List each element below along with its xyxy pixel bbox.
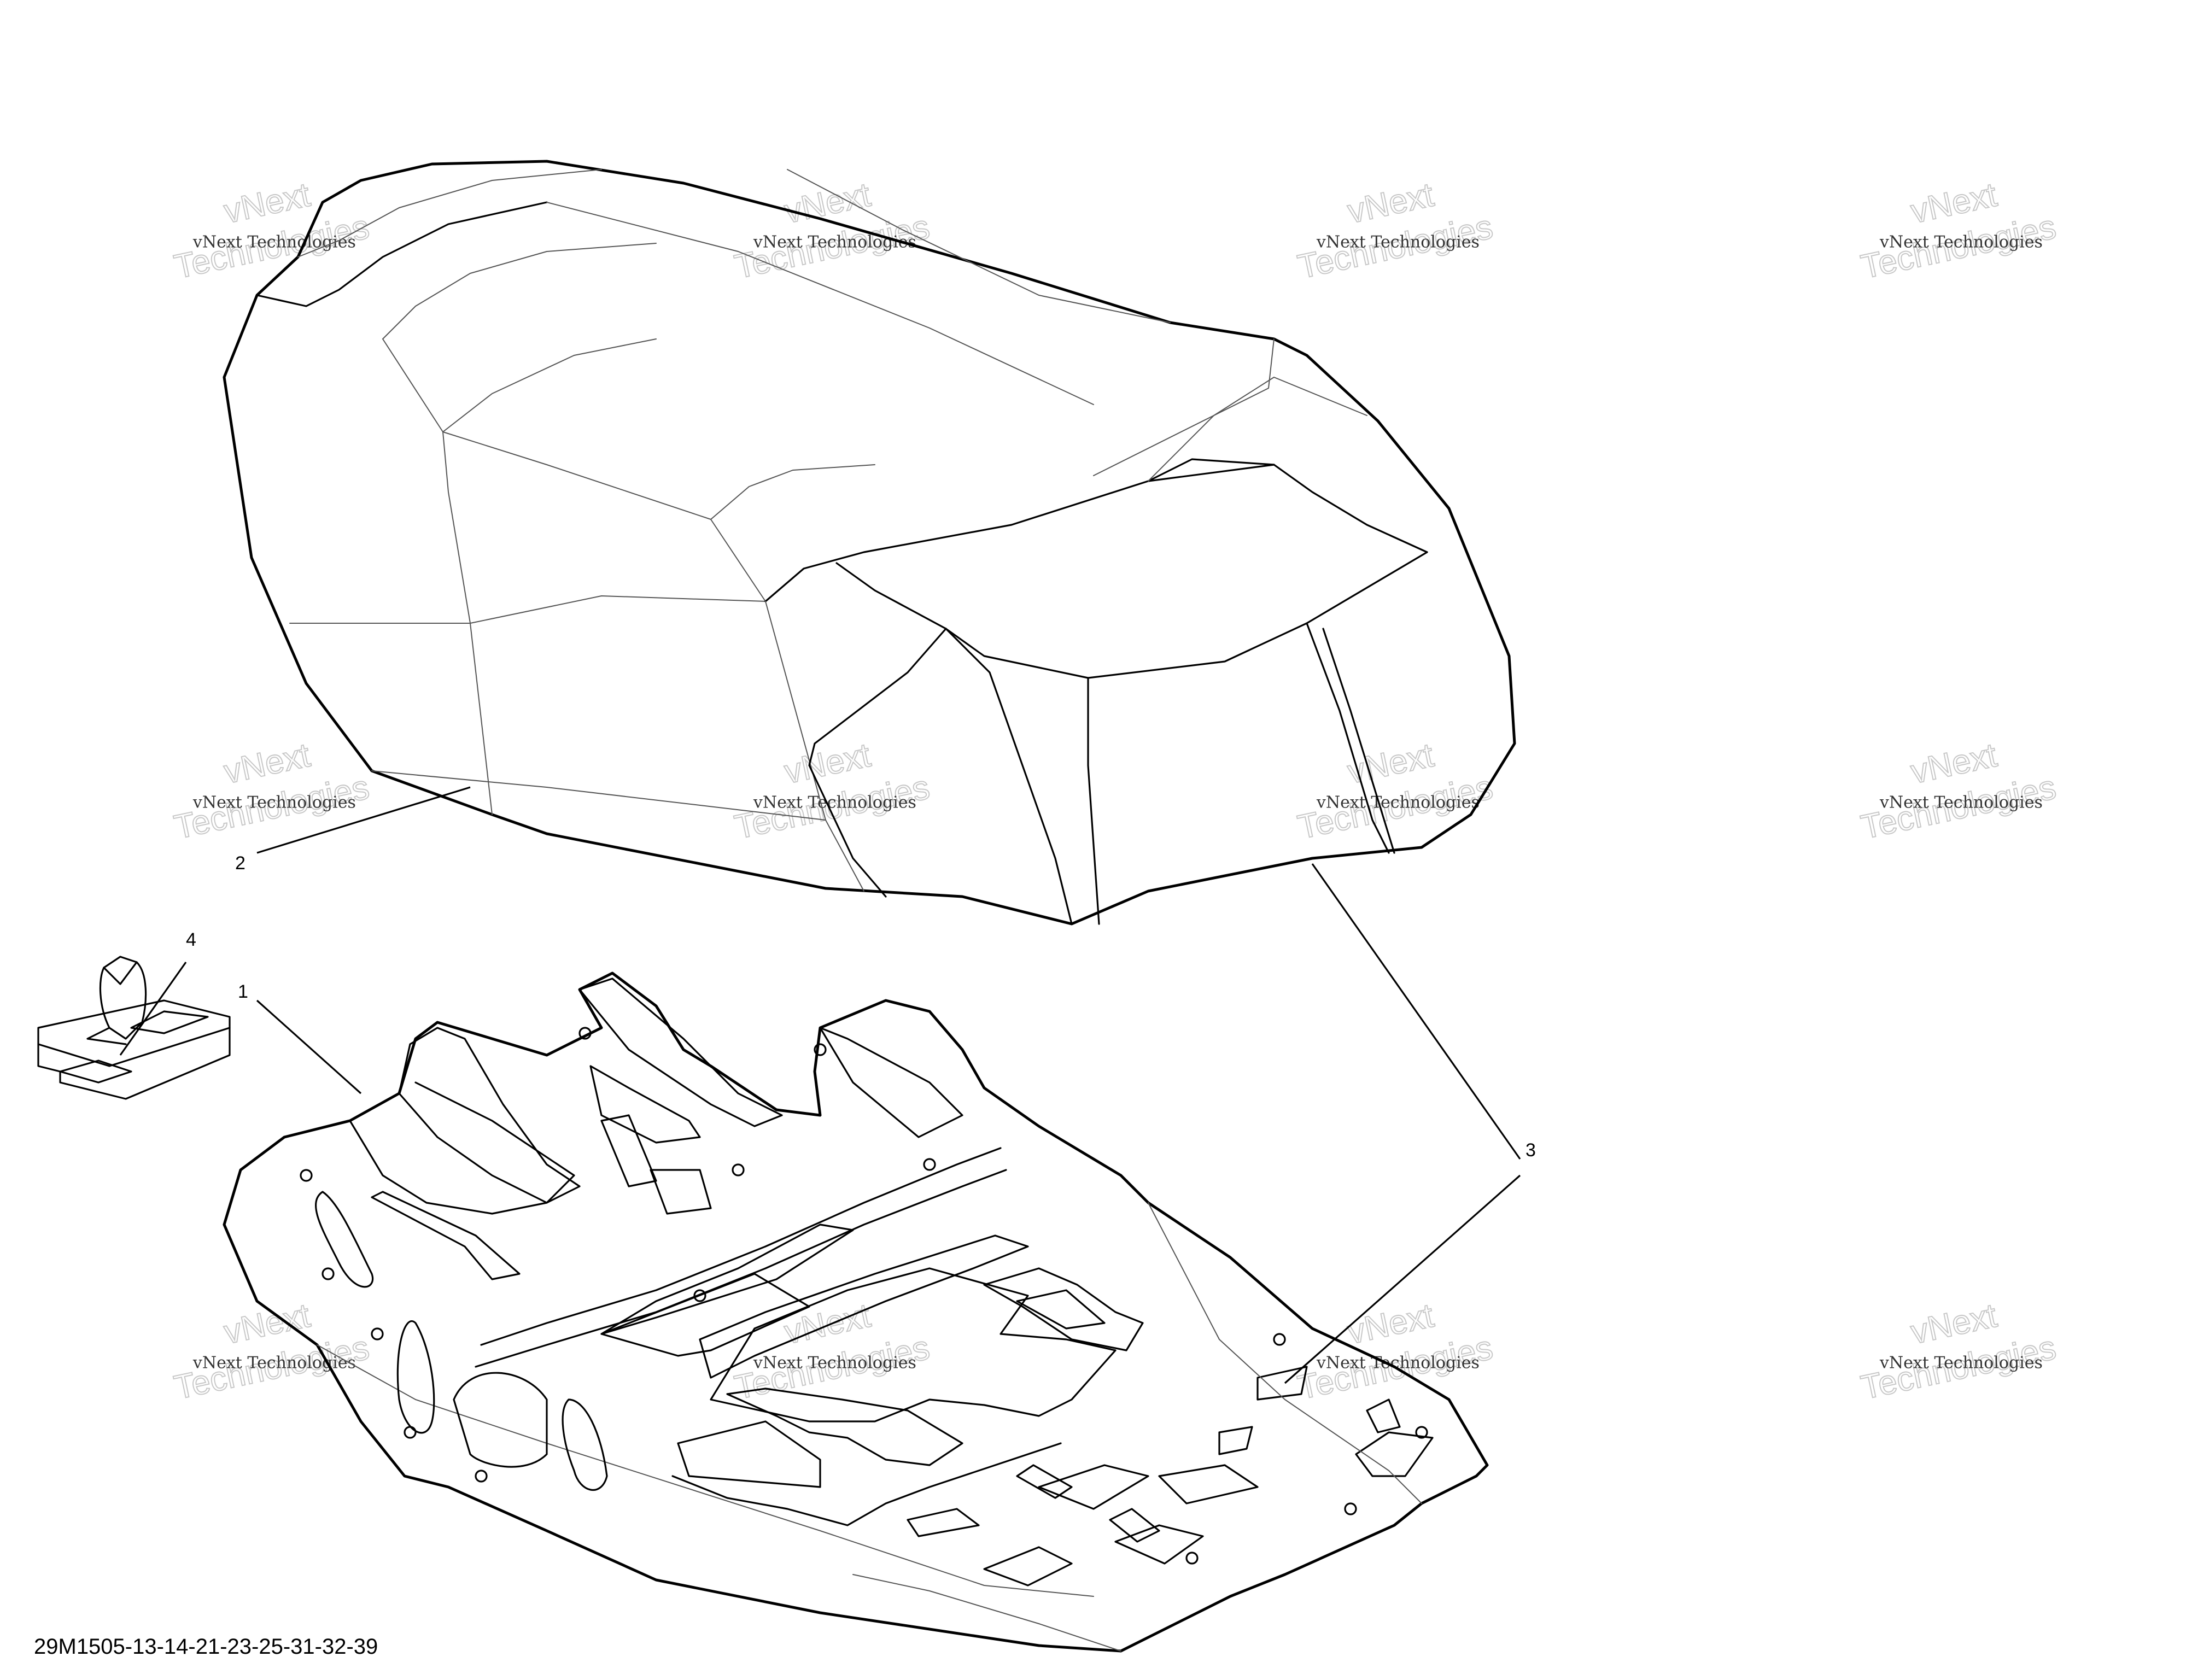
leader-line-3a — [1311, 863, 1521, 1160]
watermark-small-text: vNext Technologies — [192, 793, 356, 812]
watermark-small-text: vNext Technologies — [1316, 793, 1480, 812]
watermark-small-text: vNext Technologies — [753, 232, 916, 251]
callout-4: 4 — [186, 929, 196, 950]
watermark-small-text: vNext Technologies — [1879, 1353, 2043, 1372]
watermark-small-text: vNext Technologies — [192, 232, 356, 251]
watermark-small-text: vNext Technologies — [1316, 232, 1480, 251]
watermark-small-text: vNext Technologies — [1879, 232, 2043, 251]
callout-3: 3 — [1525, 1140, 1536, 1161]
leader-line-2 — [256, 786, 471, 854]
leader-line-4 — [119, 962, 187, 1056]
leader-line-1 — [256, 999, 362, 1094]
leader-lines — [119, 786, 1521, 1384]
leader-line-3b — [1284, 1174, 1521, 1384]
watermark-small-text: vNext Technologies — [753, 1353, 916, 1372]
callout-2: 2 — [235, 853, 246, 874]
watermark-small-text: vNext Technologies — [1879, 793, 2043, 812]
retaining-clip — [37, 956, 231, 1100]
seat-base — [223, 971, 1489, 1653]
seat-cushion — [223, 160, 1516, 926]
callout-1: 1 — [238, 981, 248, 1002]
diagram-reference-code: 29M1505-13-14-21-23-25-31-32-39 — [34, 1635, 378, 1659]
watermark-small-text: vNext Technologies — [753, 793, 916, 812]
